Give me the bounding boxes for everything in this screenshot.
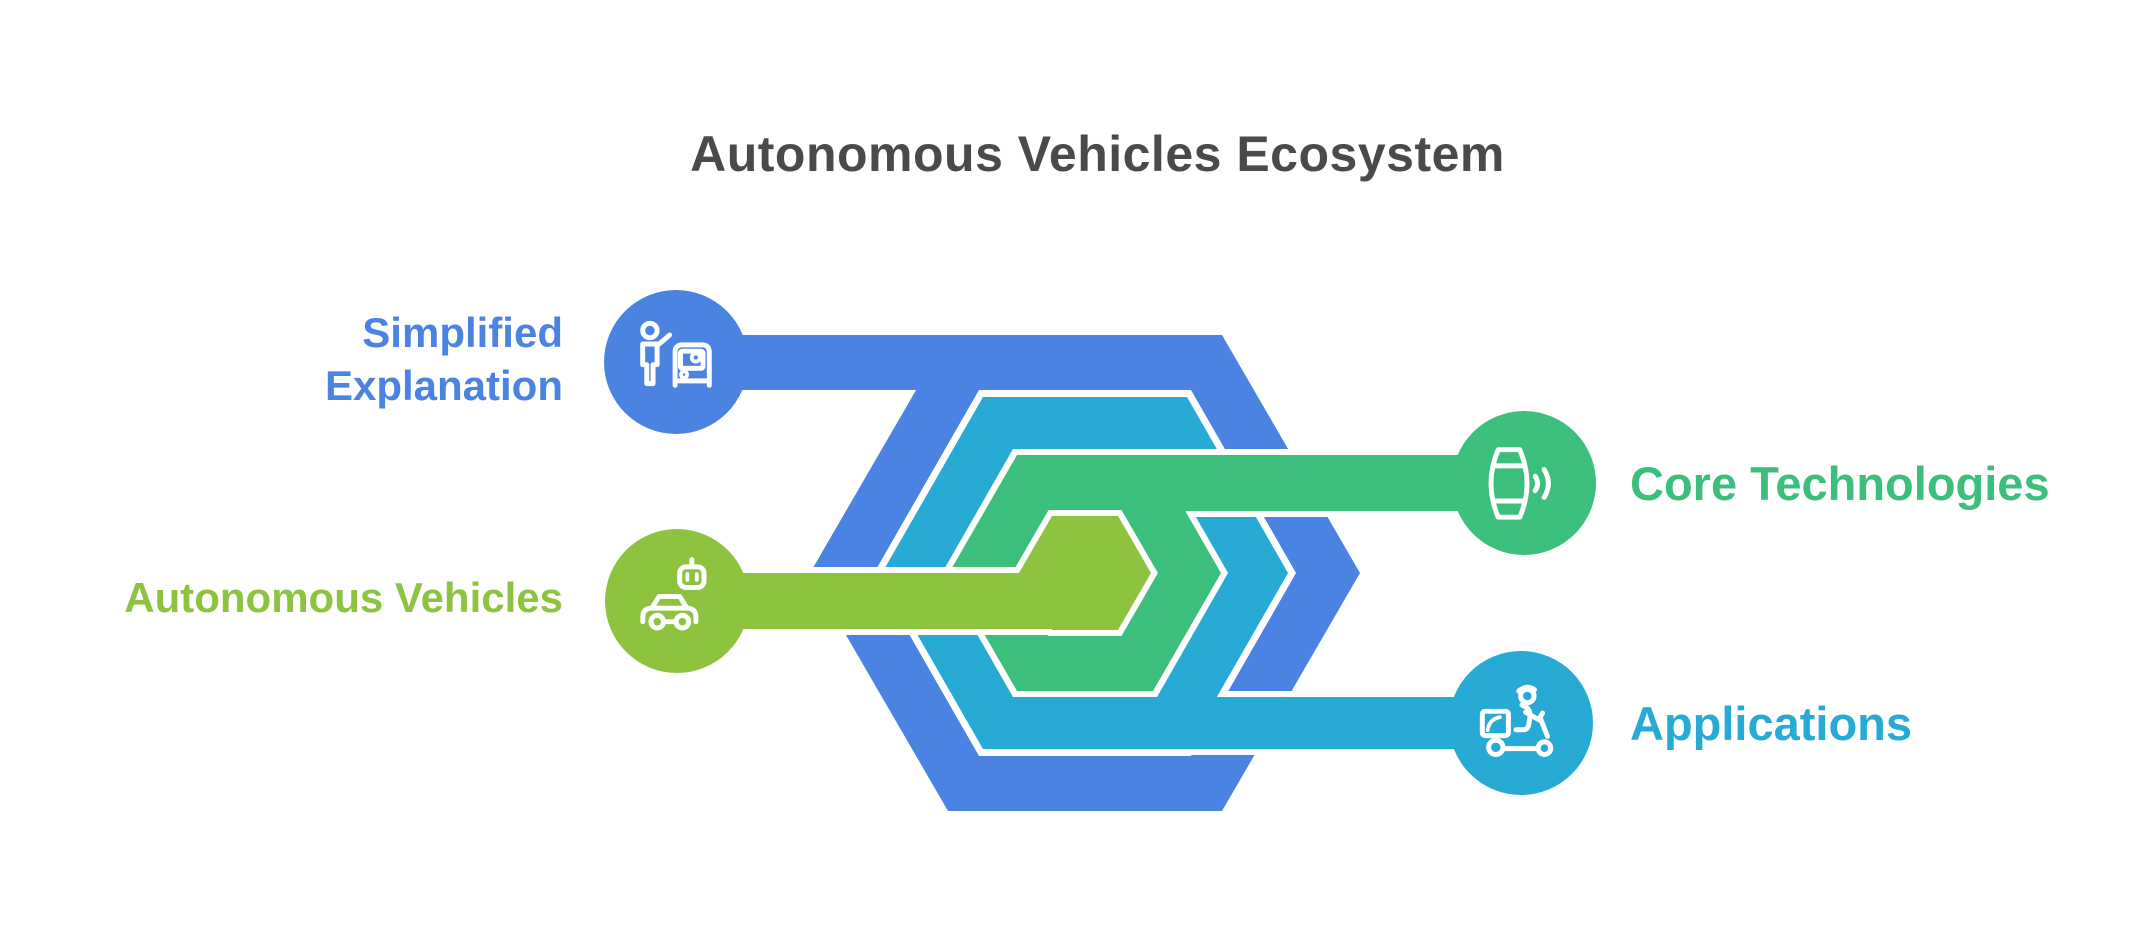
lime-hexagon-unit — [599, 510, 1158, 679]
sensor-waves-icon — [1488, 447, 1551, 520]
autonomous-vehicles-node — [605, 529, 749, 673]
label-applications: Applications — [1630, 697, 1913, 750]
applications-node — [1449, 651, 1593, 795]
label-autonomous-vehicles: Autonomous Vehicles — [124, 574, 563, 621]
label-core-technologies: Core Technologies — [1630, 457, 2050, 510]
autonomous-car-icon — [640, 557, 707, 631]
ride-hailing-icon — [640, 320, 712, 388]
core-technologies-node — [1452, 411, 1596, 555]
delivery-scooter-icon — [1479, 684, 1554, 757]
page-title: Autonomous Vehicles Ecosystem — [690, 126, 1505, 182]
label-simplified-explanation: Simplified Explanation — [324, 309, 563, 409]
